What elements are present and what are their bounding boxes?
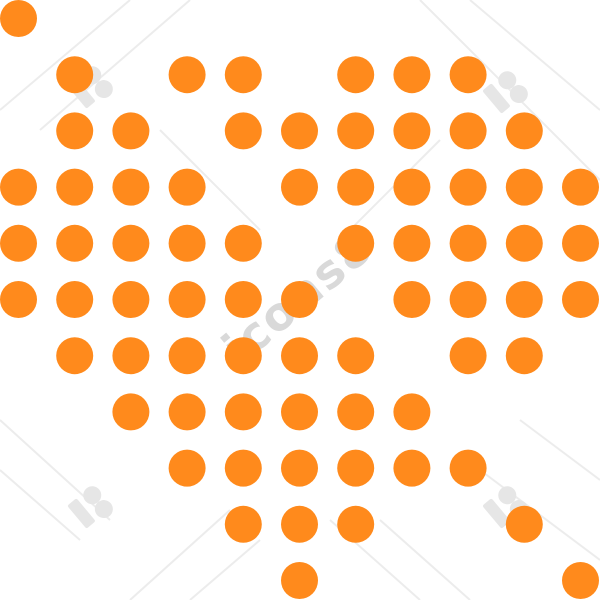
watermark-logo-mark-top-right [483,71,528,114]
dot [393,168,431,206]
dot [281,112,318,150]
dot [0,168,37,206]
dot [112,393,150,431]
dot [393,224,431,262]
dot [224,112,262,150]
dot [168,168,206,206]
dot [224,449,262,487]
dot [0,0,37,37]
dot [562,281,599,318]
dot [112,168,150,206]
dot [393,56,431,94]
watermark-line [189,539,261,600]
dot [112,112,150,150]
watermark-line [159,129,261,231]
dot [56,168,94,206]
dot [56,56,94,94]
dot [505,281,543,318]
dot [337,393,375,431]
dot [393,281,431,318]
dot [224,505,262,543]
dot [505,505,543,543]
watermark-line [0,469,81,541]
dot [562,562,599,599]
dot [449,281,487,318]
dot [168,393,206,431]
dot [337,449,375,487]
dot [281,449,318,487]
dot [0,224,37,262]
dot [168,449,206,487]
watermark-logo-mark-bottom-left [68,486,113,529]
watermark-line [519,419,600,481]
dot [393,112,431,150]
dot [56,112,94,150]
watermark-line [419,0,600,181]
dot [281,281,318,318]
dot [337,112,375,150]
dot [337,224,375,262]
dot [337,56,375,94]
dot [449,168,487,206]
dot [112,224,150,262]
watermark-line [339,139,441,241]
dot [112,281,150,318]
dot [505,224,543,262]
dot [224,56,262,94]
dot [56,224,94,262]
dot [281,562,318,599]
dot [562,168,599,206]
dot [505,337,543,375]
dot [449,56,487,94]
watermark-line [379,519,471,600]
dot [168,281,206,318]
dot [337,168,375,206]
watermark-line [129,509,231,600]
dot [224,281,262,318]
watermark-line [39,0,191,131]
dot [168,56,206,94]
dot [224,393,262,431]
watermark-line [469,0,600,111]
dot [281,505,318,543]
dot [449,224,487,262]
dot [393,449,431,487]
dot [337,505,375,543]
dot [168,224,206,262]
dot [56,337,94,375]
dot [505,112,543,150]
dot [562,224,599,262]
dot [449,449,487,487]
dot [0,281,37,318]
dot [449,112,487,150]
dot [505,168,543,206]
dot [112,337,150,375]
dot [281,393,318,431]
dot [337,337,375,375]
watermark-line [0,0,131,111]
dot [224,337,262,375]
dot [393,393,431,431]
dot [168,337,206,375]
dot [449,337,487,375]
dot [224,224,262,262]
dot [56,281,94,318]
dot [281,168,318,206]
dot [281,337,318,375]
